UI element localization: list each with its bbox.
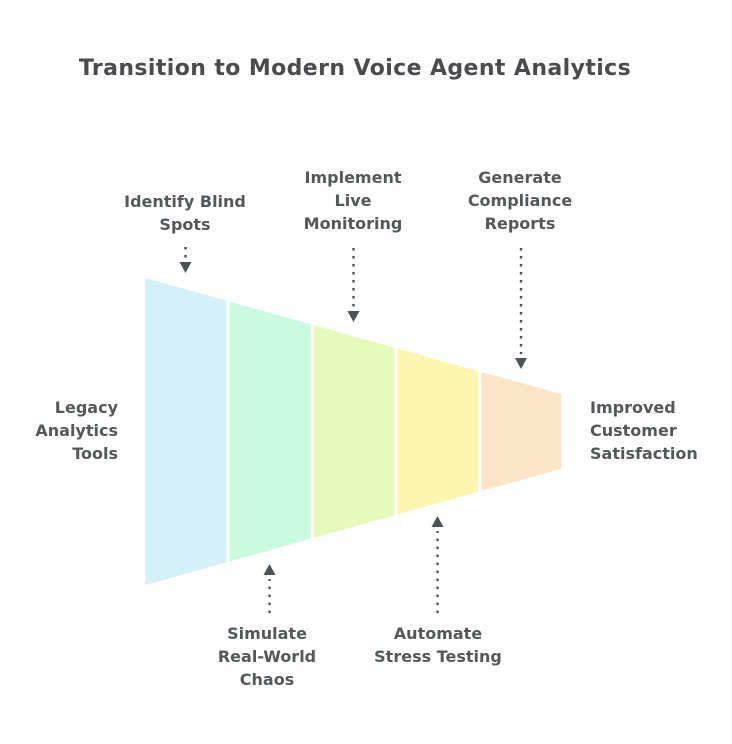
label-line: Automate (393, 624, 483, 643)
label-implement-live-monitoring: Implement Live Monitoring (253, 166, 453, 235)
label-line: Identify Blind (124, 192, 246, 211)
arrow-down-implement-live-monitoring (347, 248, 360, 322)
funnel-stage-3 (310, 321, 398, 542)
label-line: Real-World (217, 647, 317, 666)
diagram-title: Transition to Modern Voice Agent Analyti… (78, 56, 632, 81)
label-line: Implement (304, 168, 402, 187)
label-improved-customer-satisfaction: Improved Customer Satisfaction (590, 396, 720, 465)
funnel-stage-4 (394, 345, 482, 518)
label-line: Monitoring (303, 214, 403, 233)
label-line: Satisfaction (590, 444, 698, 463)
label-line: Live (334, 191, 372, 210)
label-generate-compliance-reports: Generate Compliance Reports (420, 166, 620, 235)
label-line: Stress Testing (374, 647, 502, 666)
funnel-stage-1 (142, 274, 230, 589)
label-line: Analytics (35, 421, 118, 440)
label-line: Legacy (54, 398, 118, 417)
label-line: Simulate (227, 624, 307, 643)
label-automate-stress-testing: Automate Stress Testing (338, 622, 538, 668)
label-line: Customer (590, 421, 677, 440)
label-line: Chaos (239, 670, 295, 689)
arrow-up-automate-stress-testing (431, 516, 444, 613)
label-line: Reports (484, 214, 556, 233)
funnel-stage-5 (478, 368, 565, 495)
label-line: Compliance (467, 191, 573, 210)
label-simulate-real-world-chaos: Simulate Real-World Chaos (167, 622, 367, 691)
label-line: Generate (478, 168, 562, 187)
arrow-up-simulate-real-world-chaos (263, 564, 276, 613)
label-identify-blind-spots: Identify Blind Spots (85, 190, 285, 236)
label-line: Improved (590, 398, 676, 417)
arrow-down-generate-compliance-reports (515, 248, 527, 369)
label-line: Spots (159, 215, 211, 234)
label-legacy-analytics-tools: Legacy Analytics Tools (8, 396, 118, 465)
label-line: Tools (72, 444, 118, 463)
arrow-down-identify-blind-spots (179, 247, 192, 273)
funnel-stage-2 (226, 298, 314, 565)
